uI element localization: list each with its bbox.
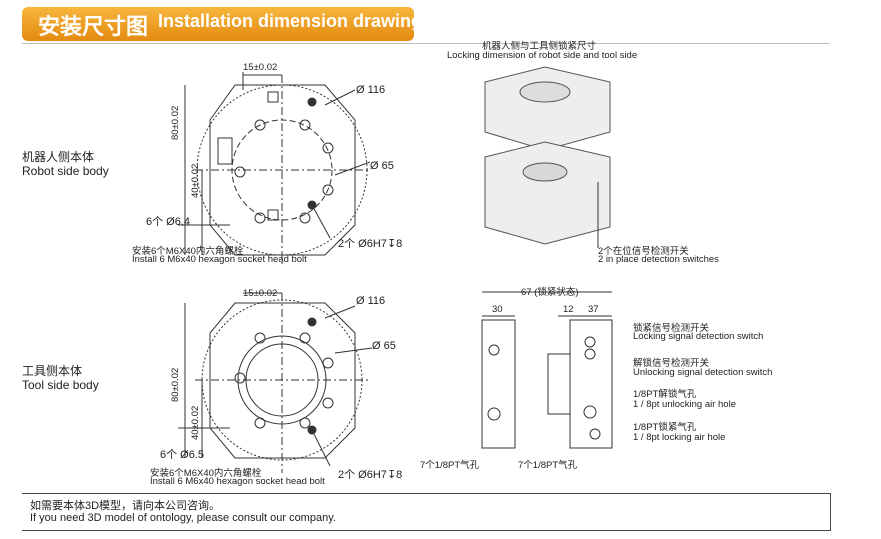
tool-side-label-cn: 工具侧本体 — [22, 364, 83, 378]
callout-unlock-air-en: 1 / 8pt unlocking air hole — [633, 399, 736, 410]
robot-side-label-cn: 机器人侧本体 — [22, 150, 95, 164]
robot-hole-dia: 6.4 — [174, 216, 191, 228]
iso-drawing — [484, 66, 611, 245]
footer-note-box — [22, 493, 831, 531]
robot-body-outline — [209, 84, 356, 256]
robot-pin-qty: 2个 — [338, 238, 356, 250]
side-port-label-right: 7个1/8PT气孔 — [518, 460, 578, 471]
page-title-en: Installation dimension drawing — [158, 11, 423, 31]
tool-hole-qty: 6个 — [160, 449, 178, 461]
side-port-label-left: 7个1/8PT气孔 — [420, 460, 480, 471]
tool-bolt-circle-dim: Ø 65 — [372, 340, 396, 352]
tool-pin-qty: 2个 — [338, 469, 356, 481]
side-view-drawing — [481, 291, 613, 449]
tool-outer-value: 116 — [367, 295, 386, 307]
callout-unlocking-cn: 解锁信号检测开关 — [633, 358, 710, 369]
footer-note-cn: 如需要本体3D模型，请向本公司咨询。 — [30, 500, 221, 512]
robot-hole-qty: 6个 — [146, 216, 164, 228]
robot-pin-dia: 6H7 — [366, 238, 387, 250]
robot-pin-dim: 2个 Ø6H7↧8 — [338, 238, 403, 250]
callout-lock-air-en: 1 / 8pt locking air hole — [633, 432, 726, 443]
callout-unlock-air-cn: 1/8PT解锁气孔 — [633, 389, 697, 400]
robot-half-height-dim: 40±0.02 — [190, 163, 201, 198]
robot-bolt-note-cn: 安装6个M6X40内六角螺栓 — [132, 246, 244, 257]
robot-offset-dim: 15±0.02 — [243, 62, 278, 73]
robot-hole-dim: 6个 Ø6.4 — [146, 216, 191, 228]
tool-half-height-dim: 40±0.02 — [190, 405, 201, 440]
callout-lock-air-cn: 1/8PT锁紧气孔 — [633, 422, 697, 433]
iso-title-cn: 机器人侧与工具侧锁紧尺寸 — [482, 41, 597, 52]
robot-height-dim: 80±0.02 — [170, 105, 181, 140]
tool-side-drawing — [178, 292, 373, 473]
tool-outer-dim: Ø 116 — [356, 295, 386, 307]
side-right-width: 37 — [588, 304, 599, 315]
tool-offset-dim: 15±0.02 — [243, 288, 278, 299]
tool-pin-depth: 8 — [396, 469, 403, 481]
robot-side-drawing — [178, 72, 371, 265]
side-left-width: 30 — [492, 304, 503, 315]
robot-outer-dim: Ø 116 — [356, 84, 386, 96]
side-mid-width: 12 — [563, 304, 574, 315]
page-title-cn: 安装尺寸图 — [38, 15, 149, 40]
callout-locking-cn: 锁紧信号检测开关 — [633, 323, 710, 334]
callout-locking-en: Locking signal detection switch — [633, 331, 764, 342]
robot-bolt-circle-value: 65 — [381, 160, 394, 172]
robot-side-label-en: Robot side body — [22, 164, 109, 178]
tool-bolt-note-en: Install 6 M6x40 hexagon socket head bolt — [150, 476, 325, 487]
iso-callout-line — [597, 182, 599, 248]
robot-bolt-circle-dim: Ø 65 — [370, 160, 394, 172]
footer-note-en: If you need 3D model of ontology, please… — [30, 512, 336, 524]
iso-callout-cn: 2个在位信号检测开关 — [598, 246, 689, 257]
callout-unlocking-en: Unlocking signal detection switch — [633, 367, 773, 378]
robot-outer-value: 116 — [367, 84, 386, 96]
iso-callout-en: 2 in place detection switches — [598, 254, 719, 265]
robot-pin-depth: 8 — [396, 238, 403, 250]
tool-hole-dia: 6.5 — [188, 449, 205, 461]
robot-bolt-note-en: Install 6 M6x40 hexagon socket head bolt — [132, 254, 307, 265]
tool-pin-dia: 6H7 — [366, 469, 387, 481]
header-divider — [22, 43, 830, 44]
tool-bolt-note-cn: 安装6个M6X40内六角螺栓 — [150, 468, 262, 479]
tool-pin-dim: 2个 Ø6H7↧8 — [338, 469, 403, 481]
tool-height-dim: 80±0.02 — [170, 367, 181, 402]
tool-body-outline — [209, 302, 356, 459]
tool-side-label-en: Tool side body — [22, 378, 99, 392]
side-total-dim: 67 (锁紧状态) — [521, 287, 579, 298]
iso-title-en: Locking dimension of robot side and tool… — [447, 50, 638, 61]
tool-bolt-circle-value: 65 — [383, 340, 396, 352]
tool-hole-dim: 6个 Ø6.5 — [160, 449, 205, 461]
title-banner — [22, 7, 414, 41]
